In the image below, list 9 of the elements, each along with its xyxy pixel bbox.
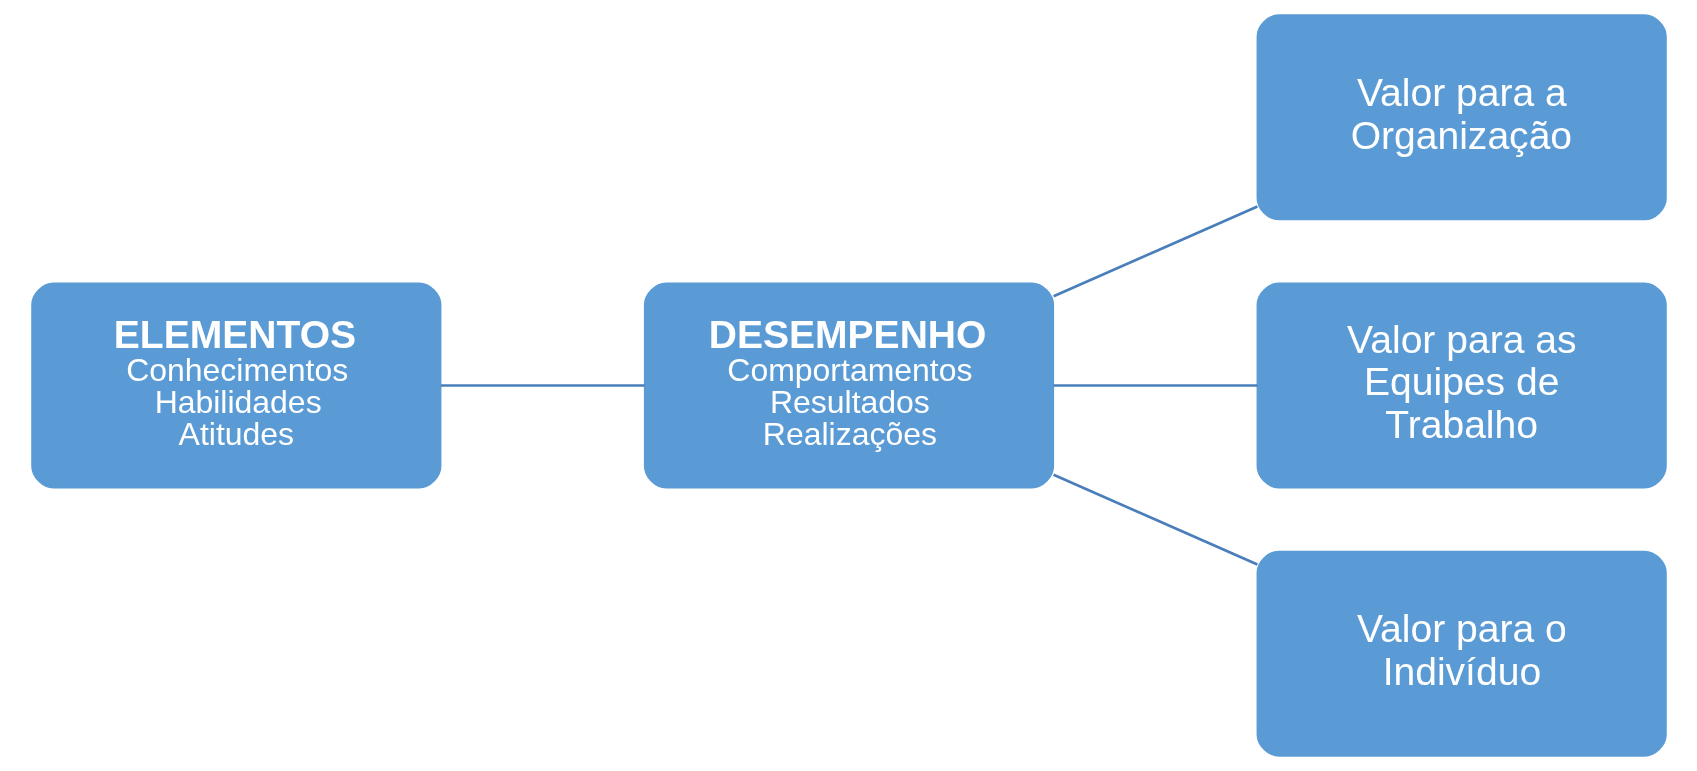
connector (1052, 205, 1258, 298)
node-box: ELEMENTOS Conhecimentos Habilidades Atitudes (30, 282, 441, 489)
node-box: Valor para a Organização (1256, 14, 1667, 221)
node-box: Valor para as Equipes de Trabalho (1256, 282, 1667, 489)
node-box: Valor para o Indivíduo (1256, 550, 1667, 757)
connector (1052, 473, 1258, 566)
node-box: DESEMPENHO Comportamentos Resultados Realizações (643, 282, 1054, 489)
connector (1053, 384, 1257, 387)
connector (440, 384, 645, 387)
